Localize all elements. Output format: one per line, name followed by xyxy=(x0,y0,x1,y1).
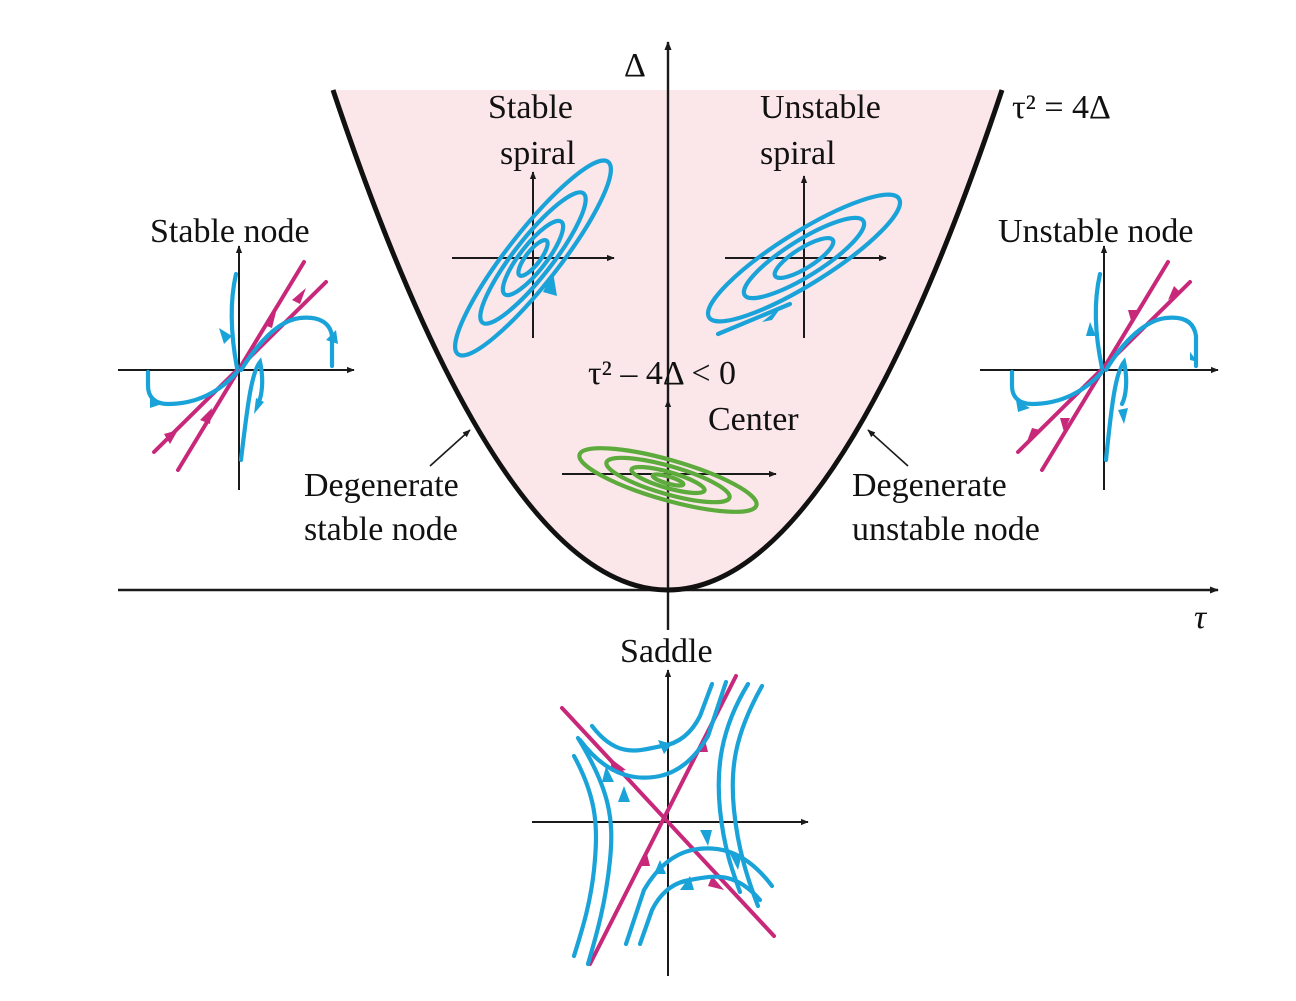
degenerate-unstable-pointer xyxy=(867,429,909,467)
degenerate-unstable-label-line1: Degenerate xyxy=(852,467,1007,504)
unstable-spiral-label-line2: spiral xyxy=(760,135,836,172)
unstable-node-portrait xyxy=(980,245,1219,490)
unstable-spiral-portrait xyxy=(705,175,903,338)
complex-region-condition: τ² – 4Δ < 0 xyxy=(588,355,736,392)
unstable-spiral-label-line1: Unstable xyxy=(760,89,881,126)
saddle-portrait xyxy=(532,669,809,976)
stable-node-portrait xyxy=(118,245,355,490)
parabola-equation: τ² = 4Δ xyxy=(1012,89,1111,126)
stable-spiral-portrait xyxy=(452,158,615,358)
stable-spiral-label-line2: spiral xyxy=(500,135,576,172)
saddle-label: Saddle xyxy=(620,633,713,670)
tau-axis-label: τ xyxy=(1194,599,1208,636)
degenerate-stable-label-line1: Degenerate xyxy=(304,467,459,504)
degenerate-stable-label-line2: stable node xyxy=(304,511,458,548)
center-portrait xyxy=(562,399,777,555)
center-label: Center xyxy=(708,401,799,438)
degenerate-stable-pointer xyxy=(429,429,471,467)
unstable-node-label: Unstable node xyxy=(998,213,1193,250)
degenerate-unstable-label-line2: unstable node xyxy=(852,511,1040,548)
parabola-curve xyxy=(330,89,1005,593)
delta-axis-label: Δ xyxy=(624,47,646,84)
stable-node-label: Stable node xyxy=(150,213,310,250)
stable-spiral-label-line1: Stable xyxy=(488,89,573,126)
